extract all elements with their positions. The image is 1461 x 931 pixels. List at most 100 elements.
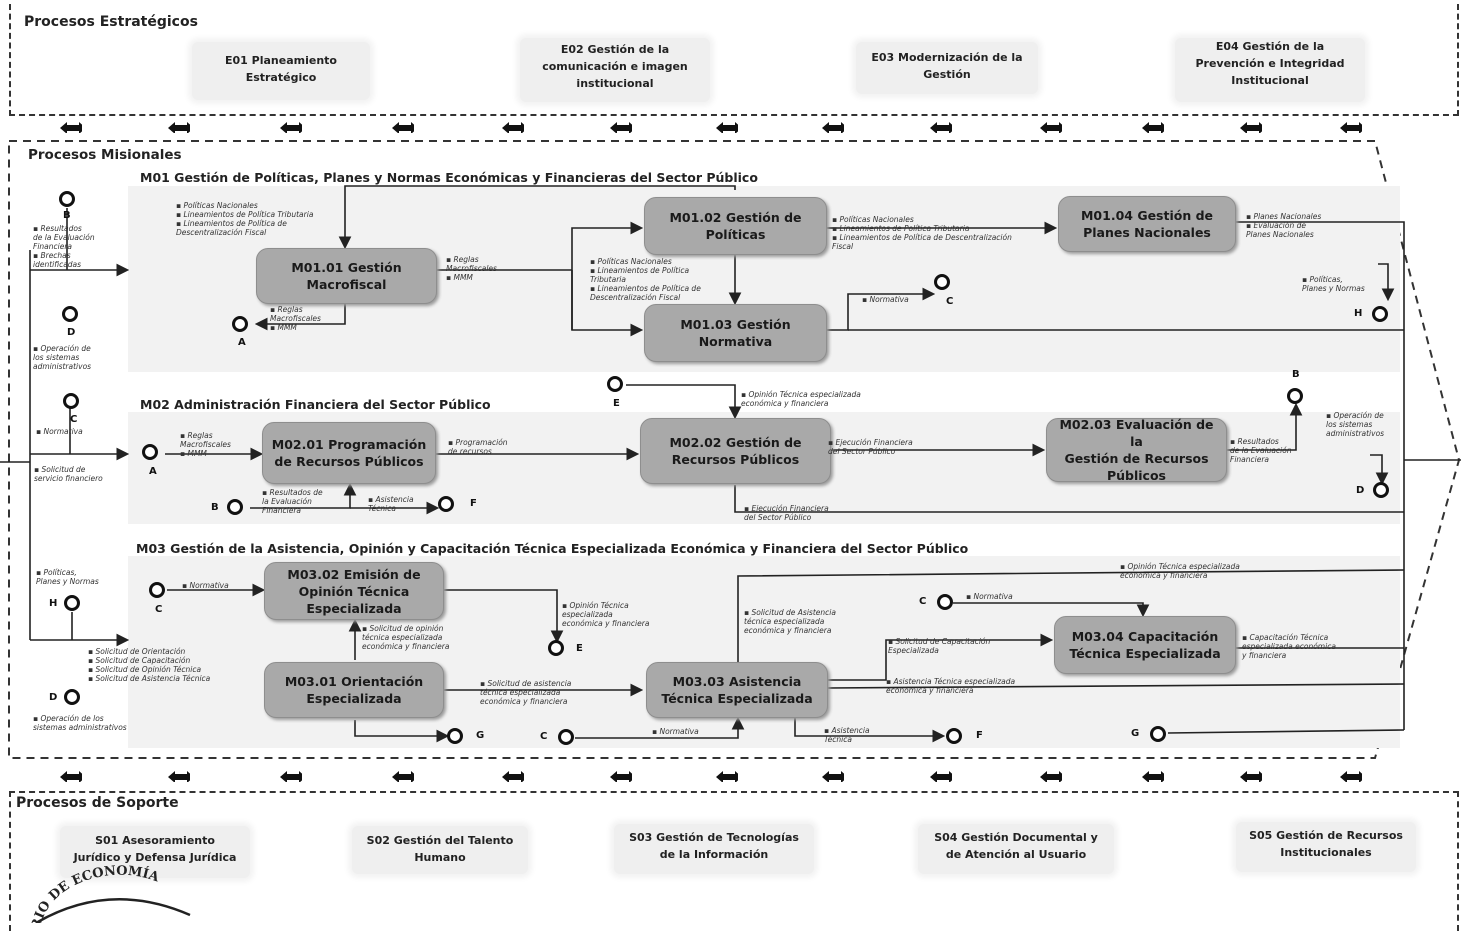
support-item-s04[interactable]: S04 Gestión Documental y de Atención al … xyxy=(934,831,1098,861)
seal-text: ERIO DE ECONOMÍA xyxy=(29,864,162,923)
node-f-m02[interactable] xyxy=(438,496,454,512)
node-c-m03-right[interactable] xyxy=(937,594,953,610)
node-label-b-m01: B xyxy=(63,210,71,221)
support-item-s05[interactable]: S05 Gestión de Recursos Institucionales xyxy=(1249,829,1403,859)
node-e-m02[interactable] xyxy=(607,376,623,392)
node-b-m02-right[interactable] xyxy=(1287,388,1303,404)
node-d-m01[interactable] xyxy=(62,306,78,322)
node-label-e-m02: E xyxy=(613,398,620,409)
strategic-item-bg-1 xyxy=(192,42,370,100)
strategic-item-e03[interactable]: E03 Modernización de la Gestión xyxy=(871,51,1023,81)
box-m0301-orientacion[interactable]: M03.01 Orientación Especializada xyxy=(264,662,444,718)
box-m0102-gestion-politicas[interactable]: M01.02 Gestión de Políticas xyxy=(644,197,827,255)
box-m0101-gestion-macrofiscal[interactable]: M01.01 Gestión Macrofiscal xyxy=(256,248,437,304)
node-h-m01[interactable] xyxy=(1372,306,1388,322)
node-c-m03[interactable] xyxy=(149,582,165,598)
m01-label-ppn: ▪ Políticas, Planes y Normas xyxy=(1302,275,1365,293)
node-b-m01[interactable] xyxy=(59,191,75,207)
box-m0201-programacion[interactable]: M02.01 Programación de Recursos Públicos xyxy=(262,422,436,484)
support-item-s02[interactable]: S02 Gestión del Talento Humano xyxy=(366,834,514,864)
m01-label-left-b: ▪ Resultados de la Evaluación Financiera… xyxy=(33,224,95,269)
node-d-m03[interactable] xyxy=(64,689,80,705)
strategic-item-e01[interactable]: E01 Planeamiento Estratégico xyxy=(225,54,337,84)
double-arrow-connector-icon xyxy=(168,122,190,133)
support-item-s01[interactable]: S01 Asesoramiento Jurídico y Defensa Jur… xyxy=(73,834,237,864)
double-arrow-connector-icon xyxy=(168,771,190,782)
m03-label-sol-cap: ▪ Solicitud de Capacitación Especializad… xyxy=(888,637,991,655)
box-m0304-capacitacion[interactable]: M03.04 Capacitación Técnica Especializad… xyxy=(1054,616,1236,674)
double-arrow-connector-icon xyxy=(60,771,82,782)
m02-title: M02 Administración Financiera del Sector… xyxy=(140,397,491,412)
m03-label-op-sist-d: ▪ Operación de los sistemas administrati… xyxy=(33,714,127,732)
box-m0203-evaluacion[interactable]: M02.03 Evaluación de la Gestión de Recur… xyxy=(1046,417,1227,483)
m02-label-ejec1: ▪ Ejecución Financiera del Sector Públic… xyxy=(828,438,913,456)
m03-label-sol-asis2: ▪ Solicitud de Asistencia técnica especi… xyxy=(744,608,836,635)
m02-label-f-asist: ▪ Asistencia Técnica xyxy=(368,495,414,513)
double-arrow-connector-icon xyxy=(716,122,738,133)
m03-label-sol-op: ▪ Solicitud de opinión técnica especiali… xyxy=(362,624,450,651)
node-g-m03[interactable] xyxy=(447,728,463,744)
support-item-s03[interactable]: S03 Gestión de Tecnologías de la Informa… xyxy=(629,831,799,861)
node-h-m03[interactable] xyxy=(64,595,80,611)
node-label-d-m01: D xyxy=(67,327,76,338)
m01-label-left-d: ▪ Operación de los sistemas administrati… xyxy=(33,344,92,371)
node-c-m03-bottom[interactable] xyxy=(558,729,574,745)
node-label-a-m01: A xyxy=(238,337,246,348)
box-m0103-gestion-normativa[interactable]: M01.03 Gestión Normativa xyxy=(644,304,827,362)
m03-label-asist-f: ▪ Asistencia Técnica xyxy=(824,726,870,744)
box-m0202-gestion-recursos[interactable]: M02.02 Gestión de Recursos Públicos xyxy=(640,418,831,484)
box-m0104-planes-nacionales[interactable]: M01.04 Gestión de Planes Nacionales xyxy=(1058,196,1236,252)
node-e-m03[interactable] xyxy=(548,640,564,656)
node-label-c-m03-right: C xyxy=(919,596,927,607)
node-d-m02[interactable] xyxy=(1373,482,1389,498)
m01-label-mf-to-a: ▪ Reglas Macrofiscales ▪ MMM xyxy=(270,305,321,332)
node-label-g-m03: G xyxy=(476,730,485,741)
double-arrow-connector-icon xyxy=(716,771,738,782)
double-arrow-connector-icon xyxy=(1240,771,1262,782)
strategic-item-e02[interactable]: E02 Gestión de la comunicación e imagen … xyxy=(542,43,688,90)
double-arrow-connector-icon xyxy=(280,122,302,133)
m03-label-c-norm: ▪ Normativa xyxy=(182,581,229,590)
double-arrow-connector-icon xyxy=(930,771,952,782)
m03-label-c-norm3: ▪ Normativa xyxy=(652,727,699,736)
m03-label-op-top: ▪ Opinión Técnica especializada económic… xyxy=(1120,562,1240,580)
node-a-m02[interactable] xyxy=(142,444,158,460)
double-arrow-connector-icon xyxy=(822,771,844,782)
box-m0302-emision-opinion[interactable]: M03.02 Emisión de Opinión Técnica Especi… xyxy=(264,562,444,620)
node-f-m03[interactable] xyxy=(946,728,962,744)
m01-label-pol-in: ▪ Políticas Nacionales ▪ Lineamientos de… xyxy=(590,257,701,302)
strategic-item-e04[interactable]: E04 Gestión de la Prevención e Integrida… xyxy=(1195,40,1345,87)
strategic-item-bg-4 xyxy=(1175,38,1365,102)
node-label-d-m03: D xyxy=(49,692,58,703)
node-label-h-m03: H xyxy=(49,598,58,609)
node-label-e-m03: E xyxy=(576,643,583,654)
strategic-item-bg-2 xyxy=(520,38,710,102)
support-item-bg-3 xyxy=(614,824,814,874)
support-item-bg-5 xyxy=(1236,822,1416,872)
double-arrow-connector-icon xyxy=(822,122,844,133)
double-arrow-connector-icon xyxy=(1040,122,1062,133)
support-title: Procesos de Soporte xyxy=(16,795,179,811)
double-arrow-connector-icon xyxy=(280,771,302,782)
node-a-m01[interactable] xyxy=(232,316,248,332)
node-g-m03-right[interactable] xyxy=(1150,726,1166,742)
double-arrow-connector-icon xyxy=(1240,122,1262,133)
double-arrow-connector-icon xyxy=(610,771,632,782)
node-b-m02[interactable] xyxy=(227,499,243,515)
node-c-m01[interactable] xyxy=(934,274,950,290)
node-label-c-m03: C xyxy=(155,604,163,615)
m01-label-top-inputs: ▪ Políticas Nacionales ▪ Lineamientos de… xyxy=(176,201,314,237)
m03-label-sol-asis: ▪ Solicitud de asistencia técnica especi… xyxy=(480,679,572,706)
node-label-c-m01: C xyxy=(946,296,954,307)
double-arrow-connector-icon xyxy=(392,122,414,133)
node-c-m02[interactable] xyxy=(63,393,79,409)
m01-label-planes-out: ▪ Planes Nacionales ▪ Evaluación de Plan… xyxy=(1246,212,1322,239)
box-m0303-asistencia[interactable]: M03.03 Asistencia Técnica Especializada xyxy=(646,662,828,718)
m01-label-mf-out: ▪ Reglas Macrofiscales ▪ MMM xyxy=(446,255,497,282)
node-label-c-m03-bottom: C xyxy=(540,731,548,742)
m02-label-eval-out: ▪ Resultados de la Evaluación Financiera xyxy=(1230,437,1292,464)
double-arrow-connector-icon xyxy=(610,122,632,133)
node-label-d-m02: D xyxy=(1356,485,1365,496)
